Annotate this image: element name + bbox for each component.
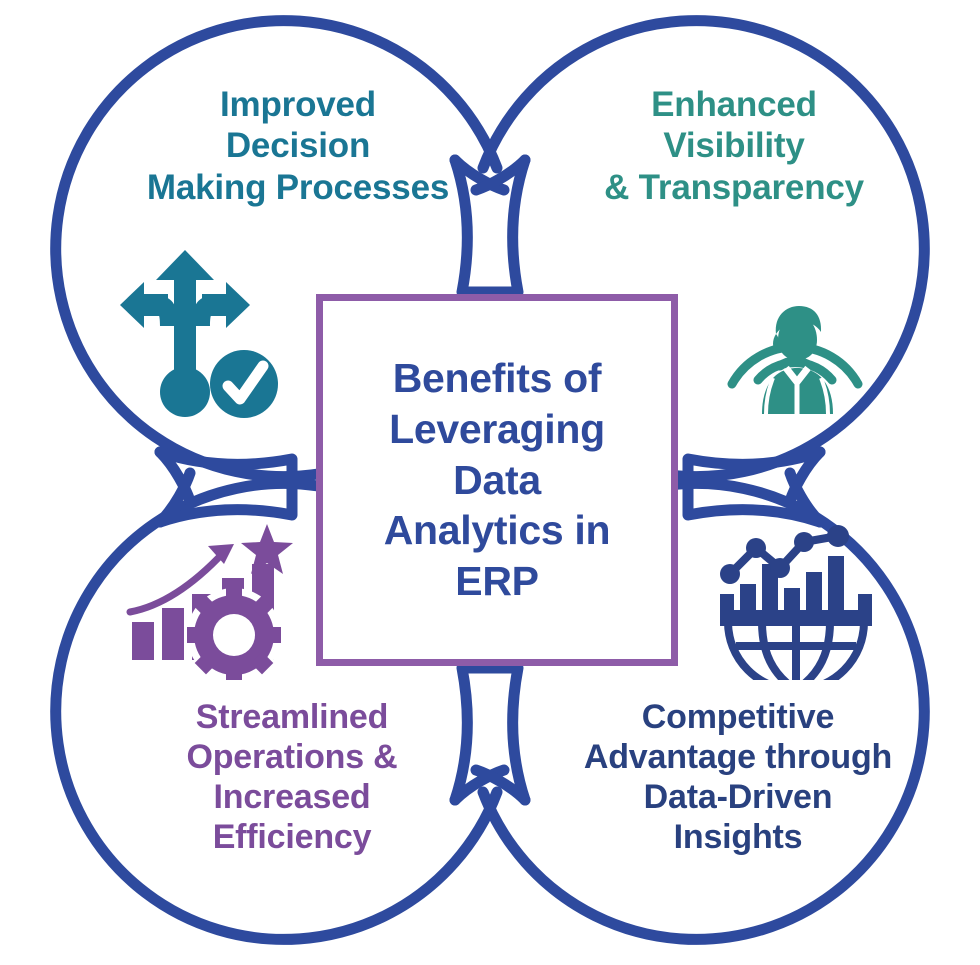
quadrant-label-bottom-left: Streamlined Operations & Increased Effic… — [186, 698, 398, 857]
circle-top-right — [477, 15, 930, 483]
petal-top-cross-right — [470, 154, 531, 196]
branching-arrows-check-icon — [118, 248, 298, 420]
petal-left — [154, 446, 298, 528]
growth-chart-gear-star-icon — [122, 520, 302, 682]
quadrant-label-top-right: Enhanced Visibility & Transparency — [604, 85, 864, 207]
petal-bottom — [449, 662, 531, 806]
center-title-box: Benefits of Leveraging Data Analytics in… — [316, 294, 678, 666]
petal-right — [682, 446, 826, 528]
globe-bar-line-chart-icon — [706, 522, 886, 694]
petal-bottom-cross-left — [449, 764, 510, 806]
petal-right-cross-top — [784, 446, 826, 507]
person-signal-waves-icon — [706, 248, 884, 420]
petal-left-cross-bottom — [154, 467, 196, 528]
circle-top-left — [50, 15, 503, 483]
quadrant-label-bottom-right: Competitive Advantage through Data-Drive… — [583, 698, 893, 857]
petal-right-cross-bottom — [784, 467, 826, 528]
center-title-text: Benefits of Leveraging Data Analytics in… — [383, 354, 611, 605]
petal-bottom-cross-right — [470, 764, 531, 806]
petal-top-cross-left — [449, 154, 510, 196]
quadrant-label-top-left: Improved Decision Making Processes — [146, 85, 450, 207]
petal-top — [449, 154, 531, 298]
petal-left-cross-top — [154, 446, 196, 507]
